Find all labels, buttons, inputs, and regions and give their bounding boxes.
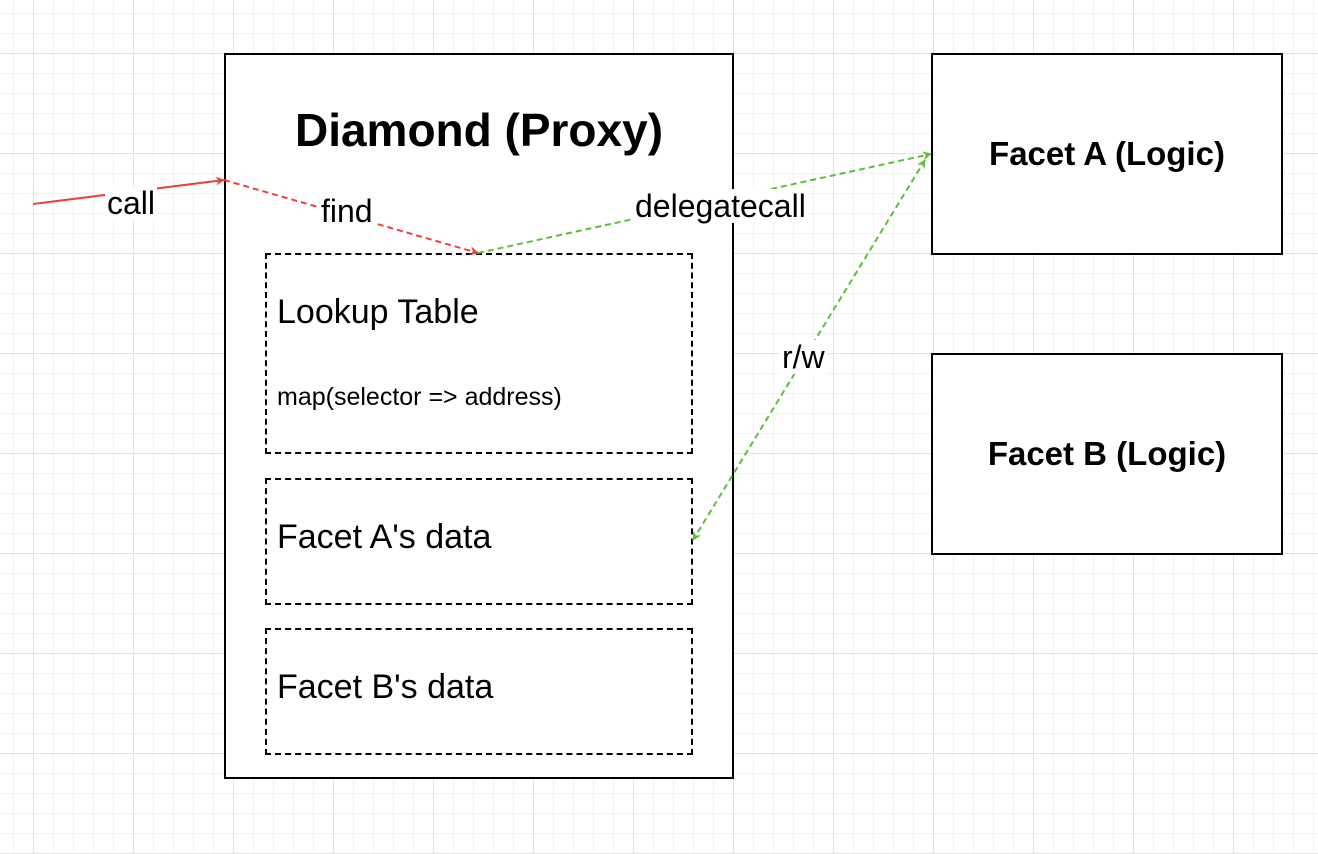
facet-b-logic-box[interactable]: Facet B (Logic) [931,353,1283,555]
lookup-table-box[interactable]: Lookup Table map(selector => address) [265,253,693,454]
diamond-proxy-title: Diamond (Proxy) [294,104,664,156]
call-edge-label: call [105,185,158,221]
facet-a-logic-box[interactable]: Facet A (Logic) [931,53,1283,255]
facet-a-logic-label: Facet A (Logic) [989,135,1225,172]
lookup-table-mapping: map(selector => address) [277,383,562,411]
lookup-table-title: Lookup Table [277,293,479,331]
facet-b-data-label: Facet B's data [277,668,494,706]
facet-a-data-box[interactable]: Facet A's data [265,478,693,605]
find-edge-label: find [319,193,375,229]
facet-b-logic-label: Facet B (Logic) [987,435,1227,472]
delegatecall-edge-label: delegatecall [633,188,808,224]
rw-edge-label: r/w [780,339,827,375]
facet-b-data-box[interactable]: Facet B's data [265,628,693,755]
facet-a-data-label: Facet A's data [277,518,492,556]
